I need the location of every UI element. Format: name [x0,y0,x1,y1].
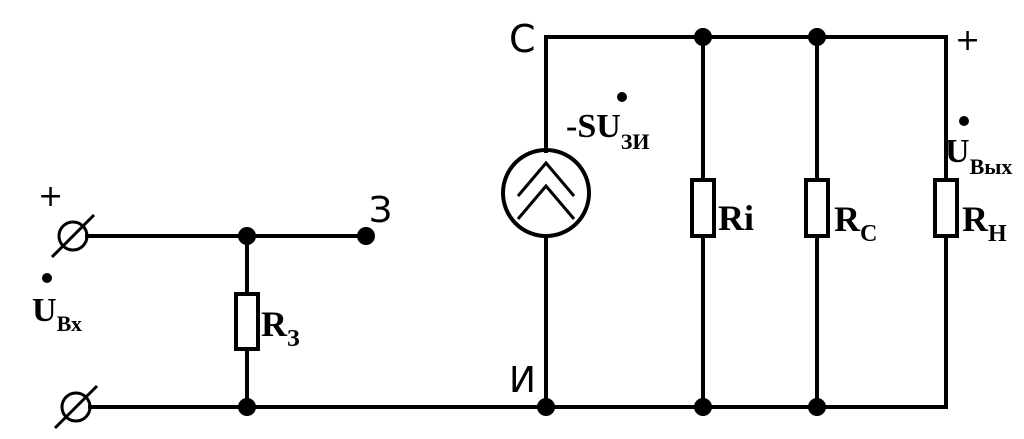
node-rc-top [808,28,826,46]
rc-label: RC [834,199,877,247]
node-input-bottom [238,398,256,416]
arrow-up-icon [516,183,576,220]
plus-in-label: + [38,179,63,214]
u-in-label: UВх [32,292,82,336]
drain-label: С [509,17,536,61]
node-gate [357,227,375,245]
resistor-ri [690,178,716,238]
source-label: И [509,360,536,401]
resistor-rz [234,292,260,351]
source-value-label: -SUЗИ [566,108,650,154]
u-out-label: UВых [945,133,1012,179]
rh-label: RН [962,199,1007,247]
node-ri-bottom [694,398,712,416]
phasor-dot-uzi [617,92,627,102]
resistor-rc [804,178,830,238]
node-ri-top [694,28,712,46]
gate-label: З [369,190,392,231]
current-source [501,148,591,238]
phasor-dot-uout [959,116,969,126]
node-rc-bottom [808,398,826,416]
rz-label: RЗ [261,304,300,352]
node-source [537,398,555,416]
phasor-dot-uin [42,273,52,283]
plus-out-label: + [955,23,980,58]
node-input-top [238,227,256,245]
resistor-rh [933,178,959,238]
arrow-up-icon [516,160,576,197]
ri-label: Ri [718,198,754,238]
